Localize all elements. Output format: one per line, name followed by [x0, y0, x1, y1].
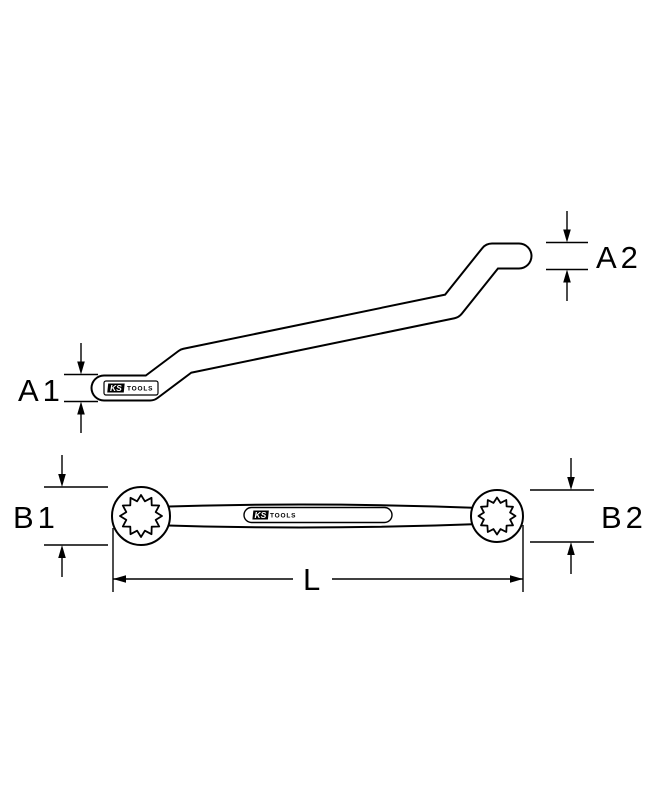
brand-logo-top: KS TOOLS	[252, 510, 296, 520]
b2-label: B2	[601, 500, 647, 535]
center-slot	[243, 506, 393, 524]
dim-length: L	[112, 525, 524, 597]
side-view-wrench: KS TOOLS	[90, 242, 533, 402]
a2-arrow-down-icon	[563, 229, 571, 243]
ks-logo-text: KS	[110, 383, 122, 393]
a1-arrow-up-icon	[77, 401, 85, 415]
ks-badge	[107, 383, 125, 393]
top-view-wrench: KS TOOLS	[111, 486, 524, 546]
b2-arrow-down-icon	[567, 477, 575, 490]
b1-arrow-down-icon	[58, 474, 66, 487]
ks-logo-text-top: KS	[255, 510, 267, 520]
dim-b1: B1	[13, 455, 108, 577]
a1-arrow-down-icon	[77, 361, 85, 375]
a2-label: A2	[596, 240, 642, 275]
ks-badge-top	[252, 510, 269, 520]
left-ring-star	[119, 494, 163, 538]
brand-logo-side: KS TOOLS	[103, 380, 159, 396]
dim-a2: A2	[546, 211, 642, 301]
l-arrow-left-icon	[113, 575, 126, 583]
b1-label: B1	[13, 500, 59, 535]
dim-b2: B2	[530, 458, 647, 574]
l-arrow-right-icon	[510, 575, 523, 583]
dim-a1: A1	[18, 343, 98, 433]
right-ring-star	[477, 496, 517, 536]
tools-logo-text-top: TOOLS	[270, 513, 296, 520]
a2-arrow-up-icon	[563, 269, 571, 283]
b1-arrow-up-icon	[58, 545, 66, 558]
l-label: L	[303, 562, 324, 597]
tools-logo-text: TOOLS	[127, 386, 153, 393]
a1-label: A1	[18, 373, 64, 408]
b2-arrow-up-icon	[567, 542, 575, 555]
